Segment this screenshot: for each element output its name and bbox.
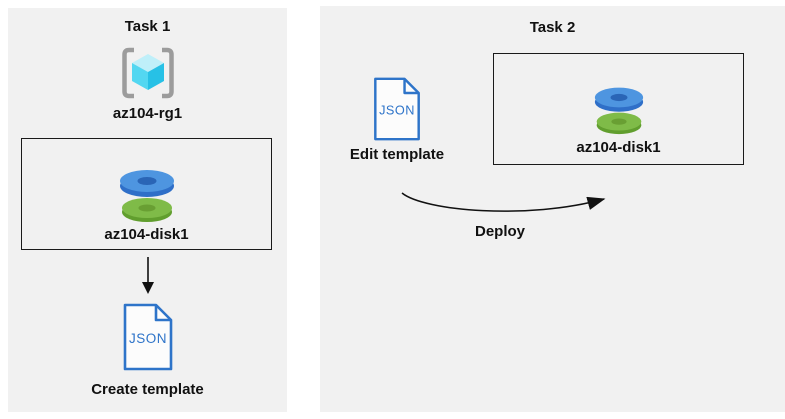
json-file-text: JSON — [379, 103, 415, 118]
task2-title: Task 2 — [529, 19, 576, 36]
task2-disk-box: az104-disk1 — [493, 53, 744, 165]
task1-disk-box: az104-disk1 — [21, 138, 272, 250]
deploy-arrow-icon — [398, 188, 620, 231]
down-arrow-icon — [141, 257, 155, 299]
resource-group-label: az104-rg1 — [112, 105, 183, 122]
task1-caption: Create template — [91, 381, 204, 398]
managed-disk-icon — [593, 85, 645, 140]
task2-panel: Task 2 JSON Edit template az104-disk1 — [320, 6, 785, 412]
edit-template-label: Edit template — [349, 146, 445, 163]
disk-label: az104-disk1 — [104, 226, 189, 243]
disk-label: az104-disk1 — [576, 139, 661, 156]
json-file-icon: JSON — [369, 76, 425, 147]
deploy-label: Deploy — [474, 223, 525, 240]
json-file-text: JSON — [128, 331, 166, 346]
json-file-icon: JSON — [120, 302, 176, 377]
task1-title: Task 1 — [124, 18, 171, 35]
managed-disk-icon — [119, 167, 175, 228]
resource-group-icon — [120, 46, 176, 105]
task1-panel: Task 1 az104-rg1 az104-disk1 — [8, 8, 287, 412]
